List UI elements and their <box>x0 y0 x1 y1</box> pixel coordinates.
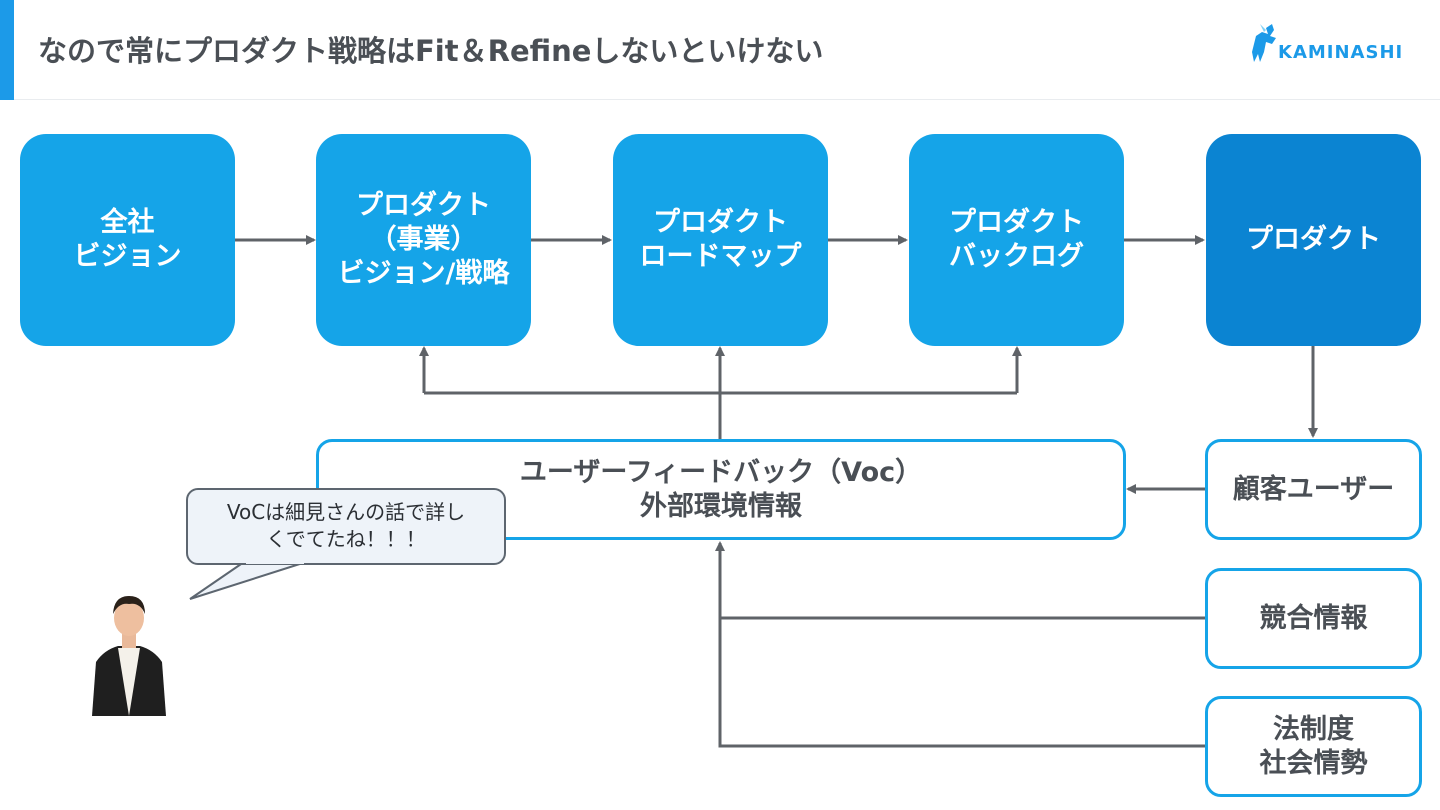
logo-wordmark: KAMINASHI <box>1278 42 1404 63</box>
product-box: プロダクト <box>1206 134 1421 346</box>
product-roadmap-box: プロダクト ロードマップ <box>613 134 828 346</box>
company-vision-box: 全社 ビジョン <box>20 134 235 346</box>
customers-box: 顧客ユーザー <box>1205 439 1422 540</box>
slide-title: なので常にプロダクト戦略はFit＆Refineしないといけない <box>38 34 824 68</box>
slide-header: なので常にプロダクト戦略はFit＆Refineしないといけない KAMINASH… <box>0 0 1440 100</box>
goat-logo-icon <box>1252 24 1276 62</box>
competition-box: 競合情報 <box>1205 568 1422 669</box>
product-strategy-box: プロダクト （事業） ビジョン/戦略 <box>316 134 531 346</box>
regulation-line <box>715 541 1205 748</box>
speech-bubble: VoCは細見さんの話で詳し くでてたね！！！ <box>186 488 506 603</box>
regulation-box: 法制度 社会情勢 <box>1205 696 1422 797</box>
header-accent-bar <box>0 0 14 100</box>
kaminashi-logo: KAMINASHI <box>1246 22 1416 70</box>
speaker-avatar <box>84 588 174 716</box>
speech-bubble-text: VoCは細見さんの話で詳し くでてたね！！！ <box>186 488 506 565</box>
product-backlog-box: プロダクト バックログ <box>909 134 1124 346</box>
speech-bubble-tail <box>189 561 307 600</box>
